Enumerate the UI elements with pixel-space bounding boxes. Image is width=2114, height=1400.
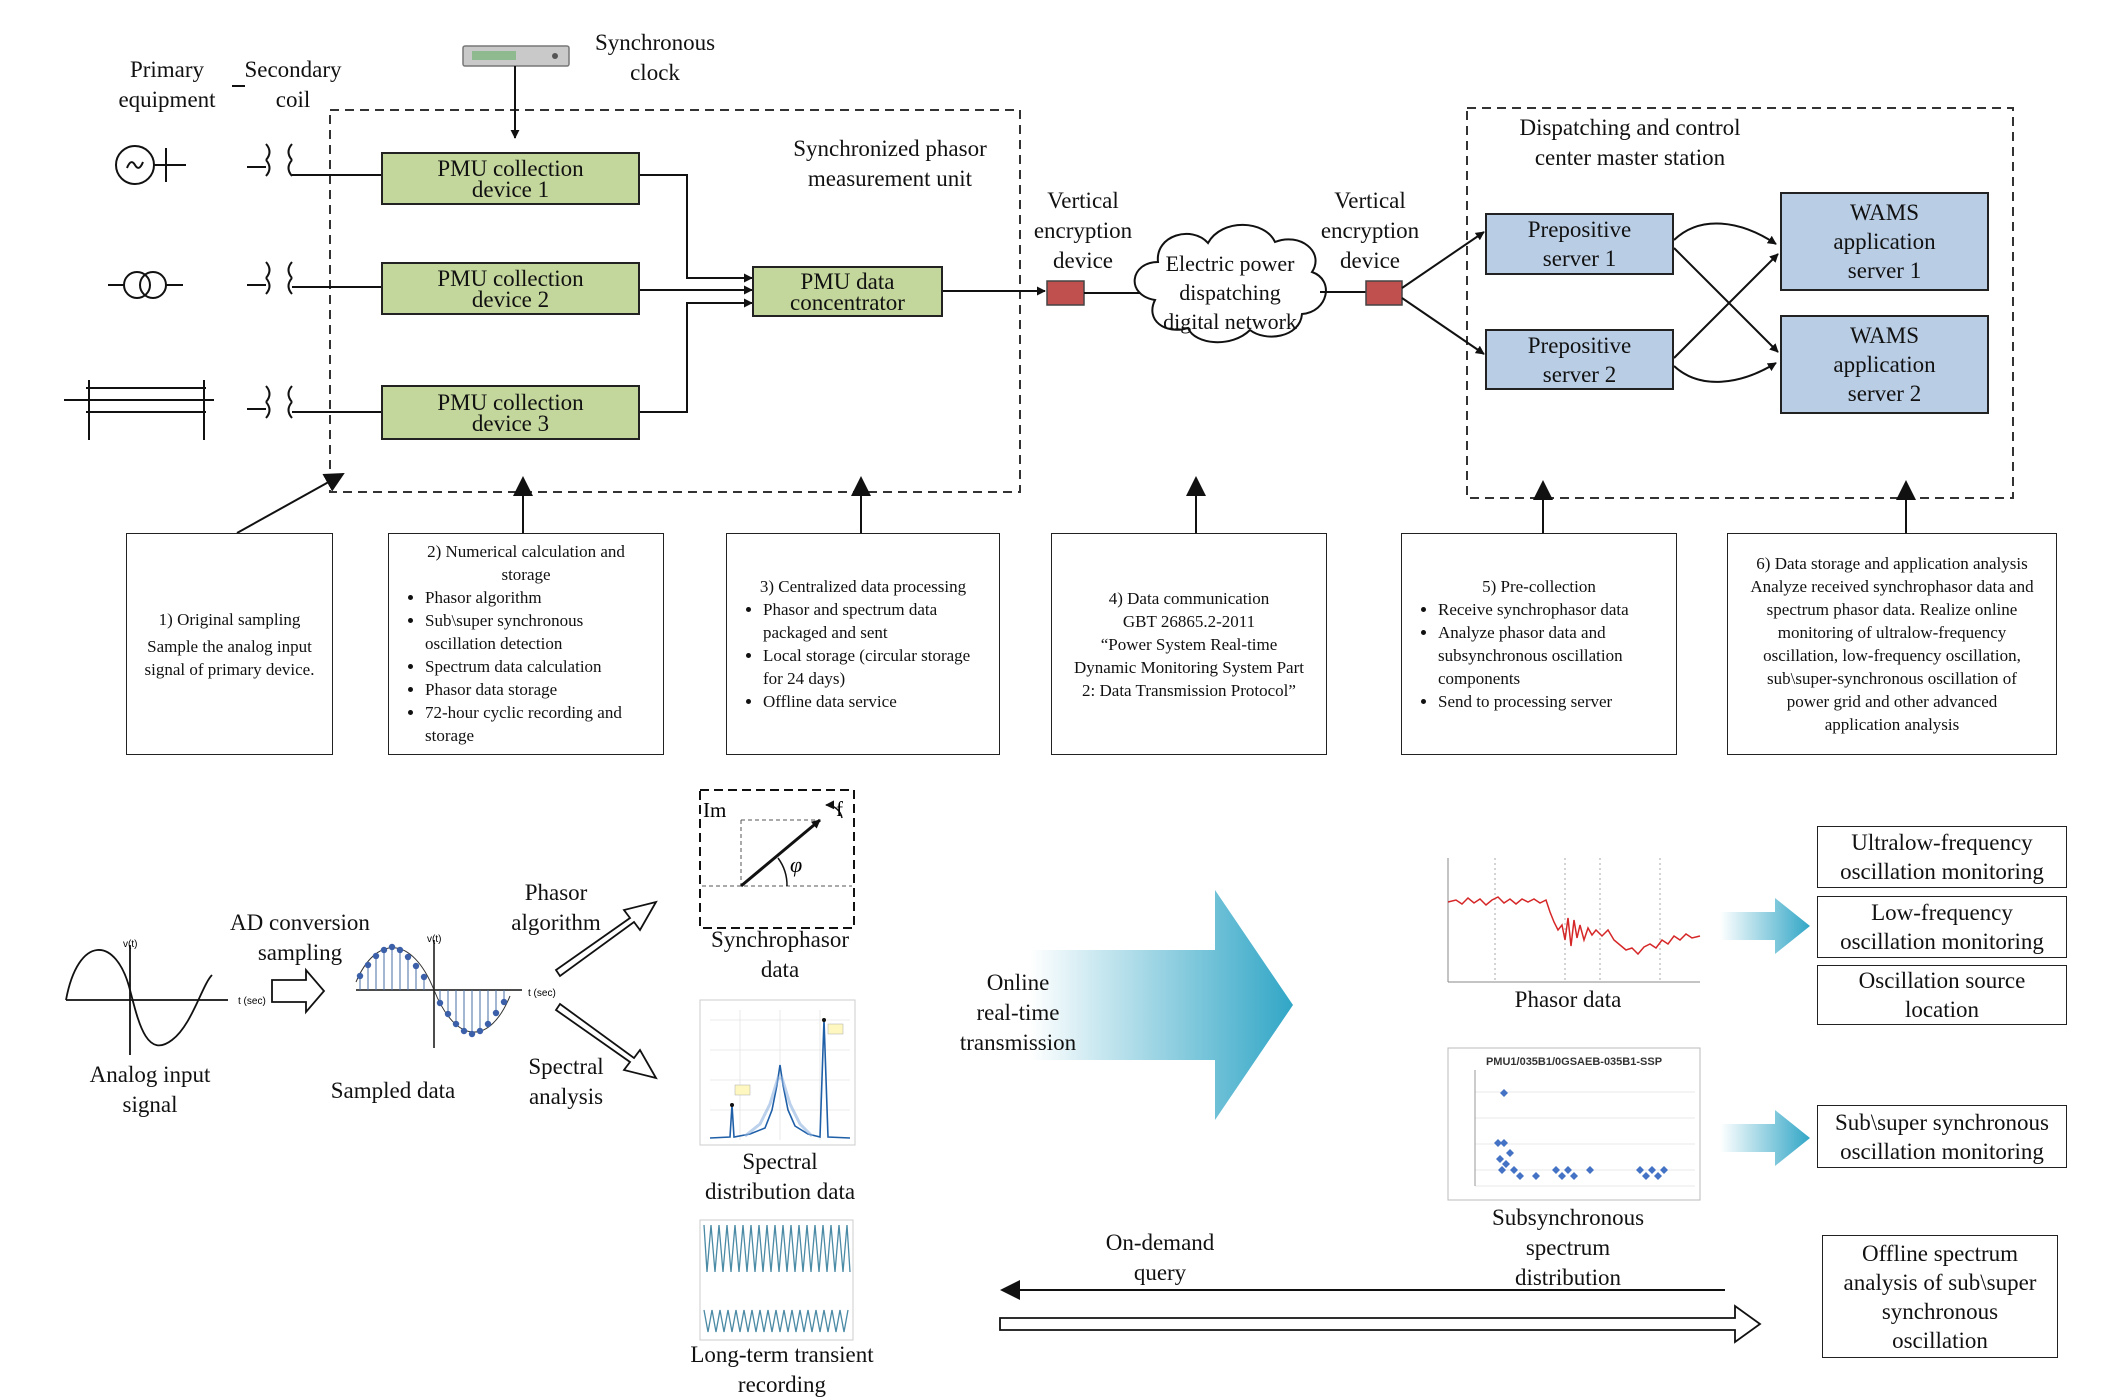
wams-application-server-2[interactable]: WAMS application server 2 [1780,315,1989,414]
pmu-collection-device-3[interactable]: PMU collection device 3 [381,385,640,440]
phi-label: φ [790,852,802,877]
analog-input-label: Analog input signal [89,1062,211,1117]
step-3-box: 3) Centralized data processing Phasor an… [726,533,1000,755]
on-demand-query-label: On-demand query [1105,1230,1215,1285]
sync-clock-icon [462,45,570,67]
busbar-icon [64,380,214,440]
list-item: Phasor data storage [425,678,655,701]
list-item: Analyze phasor data and subsynchronous o… [1438,621,1668,690]
subsync-spectrum-label: Subsynchronous spectrum distribution [1491,1205,1645,1290]
list-item: Spectrum data calculation [425,655,655,678]
analog-tsec-label: t (sec) [238,996,266,1007]
label-dash [232,85,245,87]
list-item: Receive synchrophasor data [1438,598,1668,621]
step-5-list: Receive synchrophasor data Analyze phaso… [1410,598,1668,713]
list-item: 72-hour cyclic recording and storage [425,701,655,747]
pmu-collection-device-2[interactable]: PMU collection device 2 [381,262,640,315]
step-3-list: Phasor and spectrum data packaged and se… [735,598,991,713]
step-1-box: 1) Original sampling Sample the analog i… [126,533,333,755]
list-item: Local storage (circular storage for 24 d… [763,644,991,690]
step-1-title: 1) Original sampling [158,609,301,629]
online-transmission-arrow [1030,890,1293,1120]
phasor-data-plot [1447,858,1701,983]
ad-conversion-label: AD conversion sampling [230,910,370,965]
list-item: Sub\super synchronous oscillation detect… [425,609,655,655]
list-item: Phasor and spectrum data packaged and se… [763,598,991,644]
long-term-recording-label: Long-term transient recording [690,1342,874,1397]
encryption-device-icon [1365,280,1403,306]
subsync-scatter-plot: PMU1/035B1/0GSAEB-035B1-SSP [1447,1047,1701,1201]
step-6-text: 6) Data storage and application analysis… [1750,554,2034,734]
online-transmission-label: Online real-time transmission [959,970,1077,1055]
step-5-box: 5) Pre-collection Receive synchrophasor … [1401,533,1677,755]
wams-application-server-1[interactable]: WAMS application server 1 [1780,192,1989,291]
secondary-coil-label: Secondary coil [244,57,342,112]
list-item: Send to processing server [1438,690,1668,713]
master-station-frame [1466,107,2014,499]
step-1-body: Sample the analog input signal of primar… [144,636,315,679]
encryption-device-icon [1046,280,1085,306]
secondary-coil-icon [247,143,383,177]
sampled-vt-label: v(t) [427,934,441,945]
spectral-chart [699,999,856,1146]
phasor-data-label: Phasor data [1514,987,1622,1012]
vertical-encryption-label-1: Vertical encryption device [1033,188,1133,273]
master-station-title: Dispatching and control center master st… [1519,115,1741,170]
step-5-title: 5) Pre-collection [1482,577,1596,596]
hollow-return-arrow [999,1304,1762,1344]
list-item: Offline data service [763,690,991,713]
step-2-box: 2) Numerical calculation and storage Pha… [388,533,664,755]
primary-equipment-label: Primary equipment [118,57,216,112]
sync-clock-label: Synchronous clock [594,30,716,85]
step-2-list: Phasor algorithm Sub\super synchronous o… [397,586,655,747]
pmu-unit-title: Synchronized phasor measurement unit [793,136,987,191]
vertical-encryption-label-2: Vertical encryption device [1320,188,1420,273]
spectral-distribution-label: Spectral distribution data [704,1149,856,1204]
secondary-coil-icon [247,261,383,295]
analog-signal-plot [65,945,228,1055]
im-label: Im [703,798,726,822]
step-2-title: 2) Numerical calculation and storage [427,542,625,584]
subsuper-synchronous-box[interactable]: Sub\super synchronous oscillation monito… [1817,1105,2067,1168]
analog-vt-label: v(t) [123,939,137,950]
step-4-text: 4) Data communication GBT 26865.2-2011 “… [1074,588,1304,700]
cloud-icon [1133,223,1327,344]
teal-arrow-icon [1720,898,1810,954]
ultralow-frequency-box[interactable]: Ultralow-frequency oscillation monitorin… [1817,826,2067,888]
low-frequency-box[interactable]: Low-frequency oscillation monitoring [1817,896,2067,958]
spectral-analysis-label: Spectral analysis [528,1054,604,1109]
sampled-tsec-label: t (sec) [528,988,556,999]
prepositive-server-2[interactable]: Prepositive server 2 [1485,329,1674,390]
phasor-algorithm-label: Phasor algorithm [511,880,601,935]
step-6-box: 6) Data storage and application analysis… [1727,533,2057,755]
oscillation-source-box[interactable]: Oscillation source location [1817,965,2067,1025]
list-item: Phasor algorithm [425,586,655,609]
pmu-collection-device-1[interactable]: PMU collection device 1 [381,152,640,205]
transient-recording-chart [699,1219,854,1341]
step-4-box: 4) Data communication GBT 26865.2-2011 “… [1051,533,1327,755]
sampled-data-label: Sampled data [330,1078,456,1103]
ad-arrow-icon [271,967,326,1015]
synchrophasor-data-label: Synchrophasor data [711,927,849,982]
pmu-data-concentrator[interactable]: PMU data concentrator [752,266,943,317]
prepositive-server-1[interactable]: Prepositive server 1 [1485,213,1674,275]
step-3-title: 3) Centralized data processing [759,577,967,596]
secondary-coil-icon [247,385,383,419]
subsync-chart-title: PMU1/035B1/0GSAEB-035B1-SSP [1486,1056,1662,1068]
teal-arrow-icon [1720,1110,1810,1166]
generator-icon [115,145,186,185]
transformer-icon [108,271,183,299]
pmu-unit-frame [329,109,1021,493]
spectral-arrow-icon [554,1002,658,1080]
phasor-arrow-icon [554,900,658,978]
f-label: f [836,797,843,821]
synchrophasor-frame [699,789,855,929]
network-label: Electric power dispatching digital netwo… [1163,251,1297,334]
offline-spectrum-box[interactable]: Offline spectrum analysis of sub\super s… [1822,1235,2058,1358]
